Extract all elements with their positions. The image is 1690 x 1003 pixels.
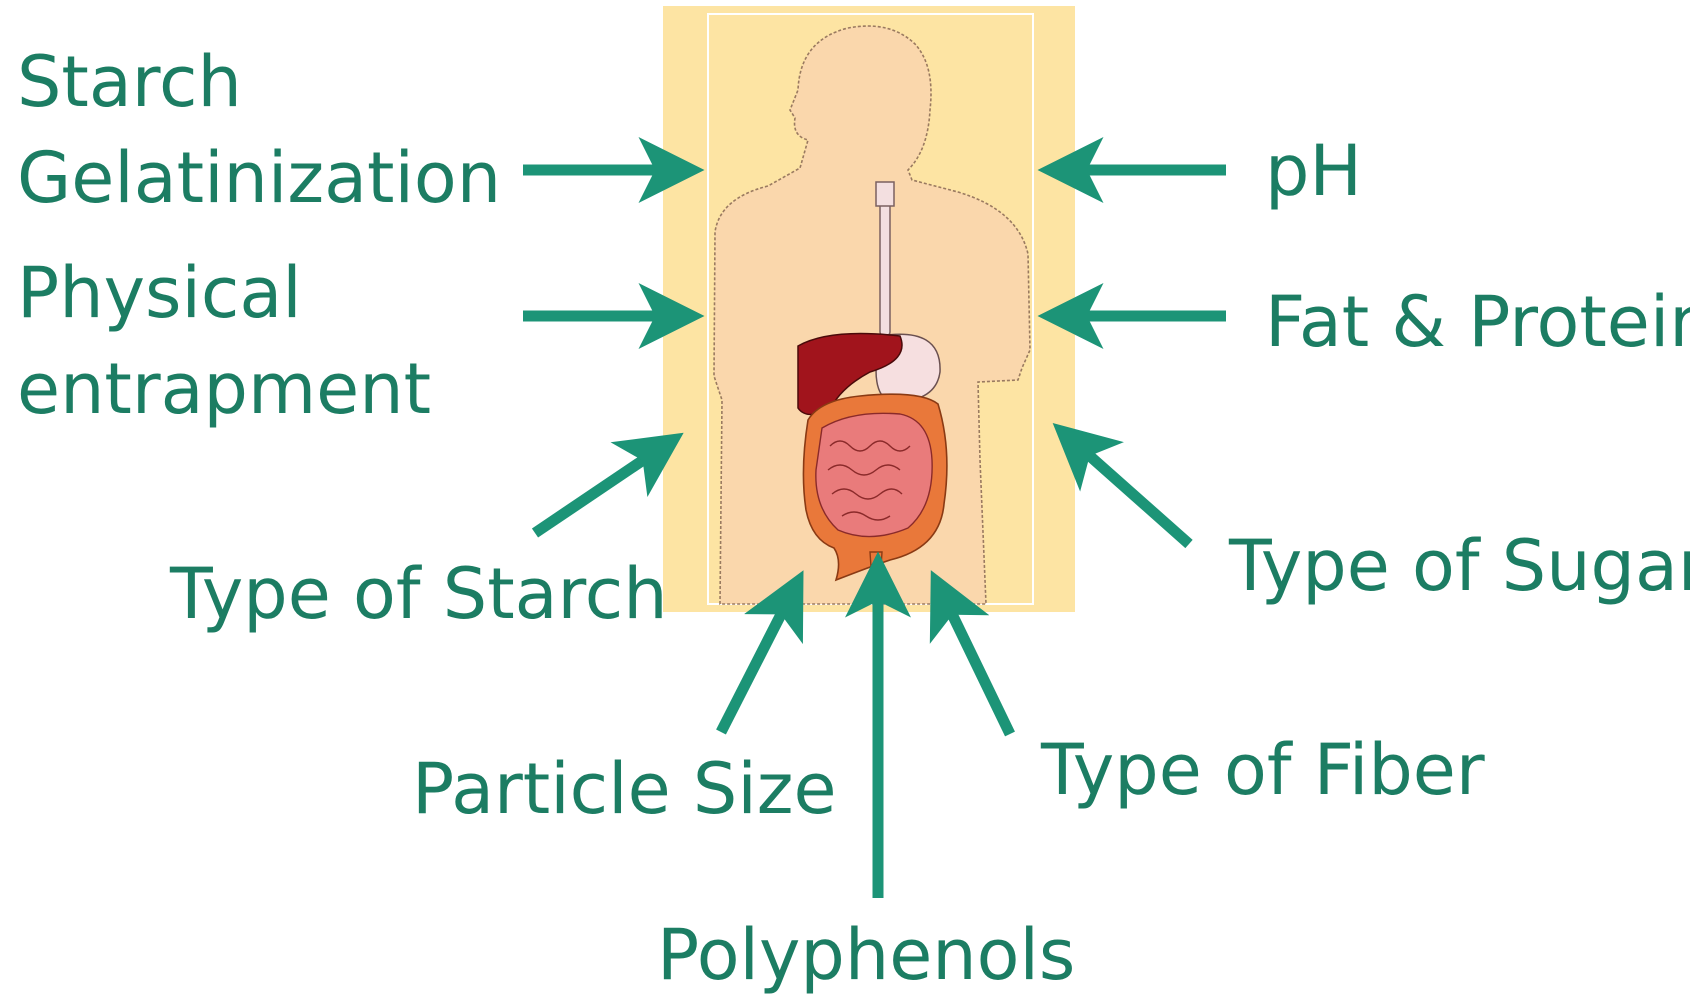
label-starch-gelatinization-line-2: Gelatinization: [17, 130, 501, 226]
human-digestive-system-icon: [663, 6, 1075, 612]
label-starch-gelatinization-line-1: Starch: [17, 34, 501, 130]
label-ph: pH: [1265, 123, 1362, 219]
label-type-of-starch: Type of Starch: [170, 546, 668, 642]
arrow-type-of-sugar: [1065, 434, 1189, 544]
label-physical-entrapment-line-2: entrapment: [17, 341, 431, 437]
label-type-of-sugar: Type of Sugar: [1229, 518, 1690, 614]
label-fat-and-protein: Fat & Protein: [1265, 274, 1690, 370]
label-starch-gelatinization: Starch Gelatinization: [17, 34, 501, 226]
label-polyphenols: Polyphenols: [657, 907, 1075, 1003]
arrow-type-of-starch: [535, 442, 670, 533]
label-particle-size: Particle Size: [412, 741, 837, 837]
label-physical-entrapment-line-1: Physical: [17, 245, 431, 341]
label-type-of-fiber: Type of Fiber: [1041, 722, 1485, 818]
label-physical-entrapment: Physical entrapment: [17, 245, 431, 437]
